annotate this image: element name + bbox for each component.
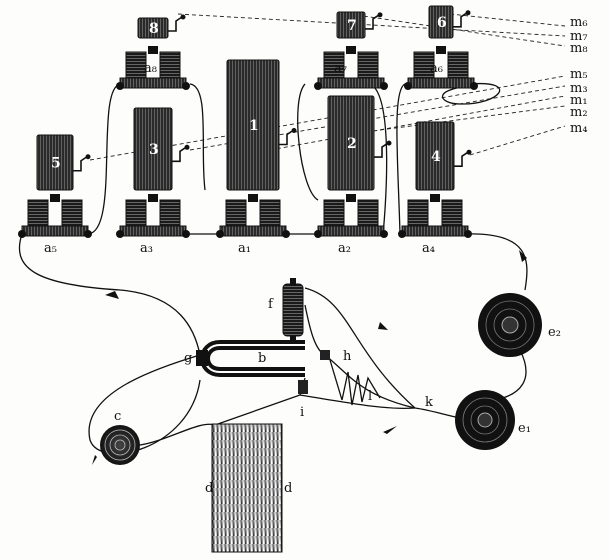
cell-a1: 1 bbox=[216, 59, 297, 238]
cylinder-number-n8: 8 bbox=[149, 21, 159, 37]
label-a7: a₇ bbox=[334, 61, 347, 76]
cylinder-number-n5: 5 bbox=[51, 156, 61, 172]
post-i bbox=[298, 380, 308, 394]
label-m1: m₁ bbox=[570, 93, 588, 108]
cell-a4: 4 bbox=[398, 121, 472, 238]
label-m3: m₃ bbox=[570, 81, 588, 96]
label-a4: a₄ bbox=[422, 241, 435, 256]
label-a3: a₃ bbox=[140, 241, 153, 256]
label-m2: m₂ bbox=[570, 105, 588, 120]
label-a2: a₂ bbox=[338, 241, 351, 256]
cylinder-number-n6: 6 bbox=[437, 15, 447, 31]
labels: a₅ a₃ a₁ a₂ a₄ a₈ a₇ a₆ m₆ m₇ m₈ m₅ m₃ m… bbox=[44, 15, 588, 496]
label-c: c bbox=[114, 409, 121, 424]
label-b: b bbox=[258, 351, 266, 366]
label-d-right: d bbox=[284, 481, 292, 496]
label-l: l bbox=[368, 389, 372, 404]
cell-a2: 2 bbox=[314, 95, 392, 238]
label-a8: a₈ bbox=[144, 61, 157, 76]
label-m4: m₄ bbox=[570, 121, 588, 136]
cylinder-number-n4: 4 bbox=[431, 149, 441, 165]
cell-a5: 5 bbox=[18, 134, 92, 238]
spiral-c bbox=[100, 425, 140, 465]
cell-a8: 8 bbox=[116, 14, 190, 90]
battery-cells: 5 3 1 2 4 8 7 6 bbox=[18, 5, 478, 238]
wooden-block-d bbox=[211, 423, 283, 553]
label-g: g bbox=[184, 351, 192, 366]
label-e2: e₂ bbox=[548, 325, 561, 340]
label-a6: a₆ bbox=[430, 61, 443, 76]
current-arrows bbox=[92, 250, 527, 465]
cell-a3: 3 bbox=[116, 107, 190, 238]
label-a1: a₁ bbox=[238, 241, 251, 256]
label-k: k bbox=[425, 395, 433, 410]
coil-e2 bbox=[478, 293, 542, 357]
cylinder-number-n3: 3 bbox=[149, 142, 159, 158]
cell-a7: 7 bbox=[314, 11, 388, 90]
label-i: i bbox=[300, 405, 304, 420]
label-m8: m₈ bbox=[570, 41, 588, 56]
battery-wiring bbox=[87, 82, 501, 235]
label-m5: m₅ bbox=[570, 67, 588, 82]
label-f: f bbox=[268, 297, 274, 312]
label-d-left: d bbox=[205, 481, 213, 496]
label-e1: e₁ bbox=[518, 421, 531, 436]
coil-e1 bbox=[455, 390, 515, 450]
cylinder-number-n2: 2 bbox=[347, 136, 357, 152]
label-m7: m₇ bbox=[570, 29, 588, 44]
cylinder-number-n1: 1 bbox=[249, 118, 259, 134]
label-m6: m₆ bbox=[570, 15, 588, 30]
cylinder-number-n7: 7 bbox=[347, 18, 357, 34]
contact-h bbox=[320, 350, 330, 360]
cell-a6: 6 bbox=[404, 5, 478, 90]
coil-f bbox=[282, 278, 304, 344]
label-a5: a₅ bbox=[44, 241, 57, 256]
label-h: h bbox=[343, 349, 352, 364]
horseshoe-magnet bbox=[196, 340, 305, 377]
